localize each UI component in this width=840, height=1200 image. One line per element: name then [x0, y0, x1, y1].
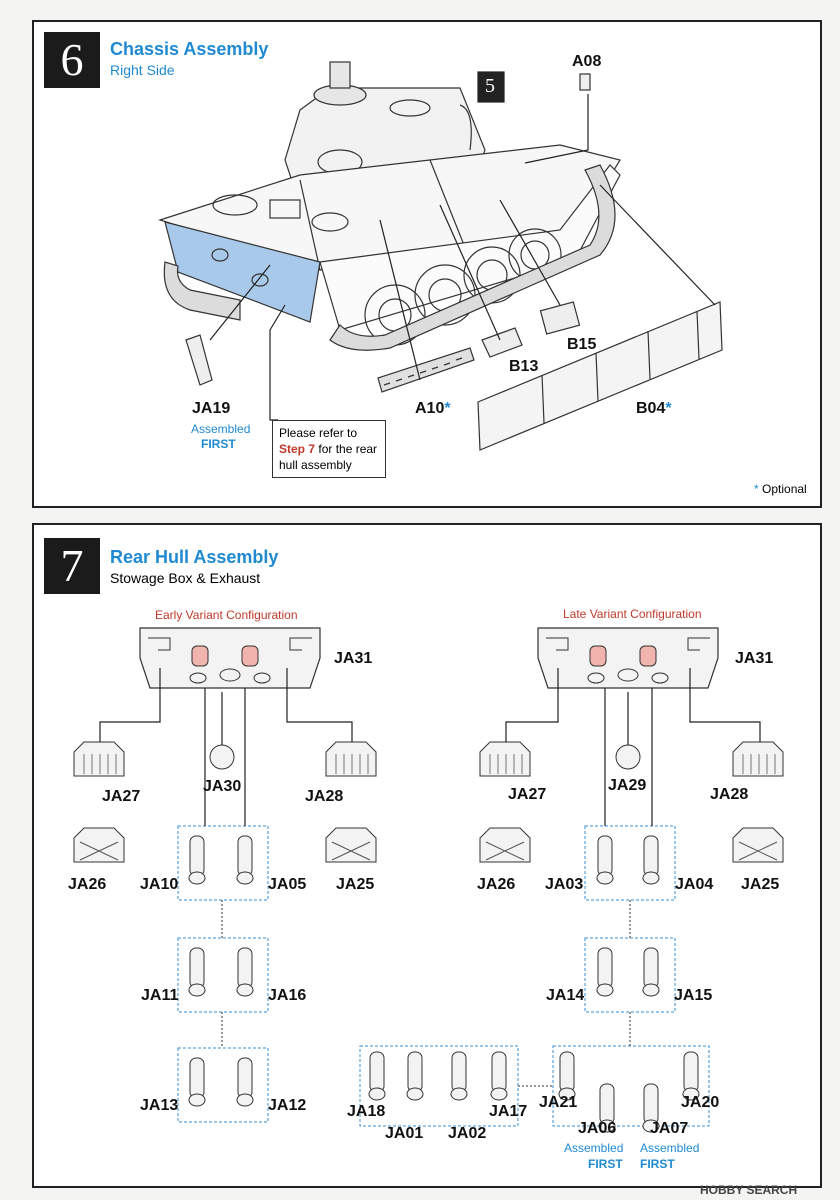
step7-subtitle: Stowage Box & Exhaust — [110, 570, 261, 586]
part-ja06-label: JA06 — [578, 1120, 617, 1137]
part-ja17-label: JA17 — [489, 1103, 528, 1120]
tank-illustration — [158, 61, 723, 451]
part-ja27-late-label: JA27 — [508, 786, 547, 803]
ja19-note-first: FIRST — [201, 437, 236, 451]
step7-number: 7 — [44, 538, 100, 594]
part-b04-label: B04* — [636, 400, 672, 417]
part-ja29-label: JA29 — [608, 777, 647, 794]
ja07-note-assembled: Assembled — [640, 1141, 700, 1155]
part-ja31-early-label: JA31 — [334, 650, 373, 667]
part-ja04-label: JA04 — [675, 876, 714, 893]
part-ja21-label: JA21 — [539, 1094, 578, 1111]
part-ja14-label: JA14 — [546, 987, 585, 1004]
part-ja19-label: JA19 — [192, 400, 231, 417]
step7-reference-callout: Please refer to Step 7 for the rear hull… — [272, 420, 386, 478]
part-ja02-label: JA02 — [448, 1125, 487, 1142]
optional-star: * — [754, 482, 759, 496]
part-ja07-label: JA07 — [650, 1120, 689, 1137]
watermark: HOBBY SEARCH — [700, 1183, 798, 1197]
part-ja01-label: JA01 — [385, 1125, 424, 1142]
part-b15-label: B15 — [567, 336, 597, 353]
step6-title: Chassis Assembly — [110, 39, 269, 59]
callout-text-2: for the rear — [318, 442, 378, 456]
part-ja20-label: JA20 — [681, 1094, 720, 1111]
part-ja27-early-label: JA27 — [102, 788, 141, 805]
late-variant-heading: Late Variant Configuration — [563, 607, 702, 621]
part-ja12-label: JA12 — [268, 1097, 307, 1114]
ja07-note-first: FIRST — [640, 1157, 675, 1171]
ja06-note-first: FIRST — [588, 1157, 623, 1171]
step6-ref-step: 5 — [485, 75, 495, 97]
part-ja18-label: JA18 — [347, 1103, 386, 1120]
callout-text-3: hull assembly — [279, 458, 352, 472]
optional-legend: * Optional — [754, 482, 807, 496]
step6-number: 6 — [44, 32, 100, 88]
part-ja16-label: JA16 — [268, 987, 307, 1004]
part-ja13-label: JA13 — [140, 1097, 179, 1114]
ja19-note-assembled: Assembled — [191, 422, 251, 436]
callout-text-1: Please refer to — [279, 426, 358, 440]
part-a10-label: A10* — [415, 400, 451, 417]
part-ja28-early-label: JA28 — [305, 788, 344, 805]
part-ja10-label: JA10 — [140, 876, 179, 893]
part-ja11-label: JA11 — [141, 987, 179, 1004]
part-ja03-label: JA03 — [545, 876, 584, 893]
step7-title: Rear Hull Assembly — [110, 547, 279, 567]
callout-step-ref: Step 7 — [279, 442, 316, 456]
part-ja30-label: JA30 — [203, 778, 242, 795]
ja06-note-assembled: Assembled — [564, 1141, 624, 1155]
part-a08-label: A08 — [572, 53, 602, 70]
part-ja26-early-label: JA26 — [68, 876, 107, 893]
early-variant-heading: Early Variant Configuration — [155, 608, 298, 622]
part-ja31-late-label: JA31 — [735, 650, 774, 667]
part-ja05-label: JA05 — [268, 876, 307, 893]
part-ja15-label: JA15 — [674, 987, 713, 1004]
step6-subtitle: Right Side — [110, 62, 175, 78]
part-ja26-late-label: JA26 — [477, 876, 516, 893]
part-ja28-late-label: JA28 — [710, 786, 749, 803]
part-ja25-early-label: JA25 — [336, 876, 375, 893]
optional-text: Optional — [762, 482, 807, 496]
part-ja25-late-label: JA25 — [741, 876, 780, 893]
part-b13-label: B13 — [509, 358, 539, 375]
